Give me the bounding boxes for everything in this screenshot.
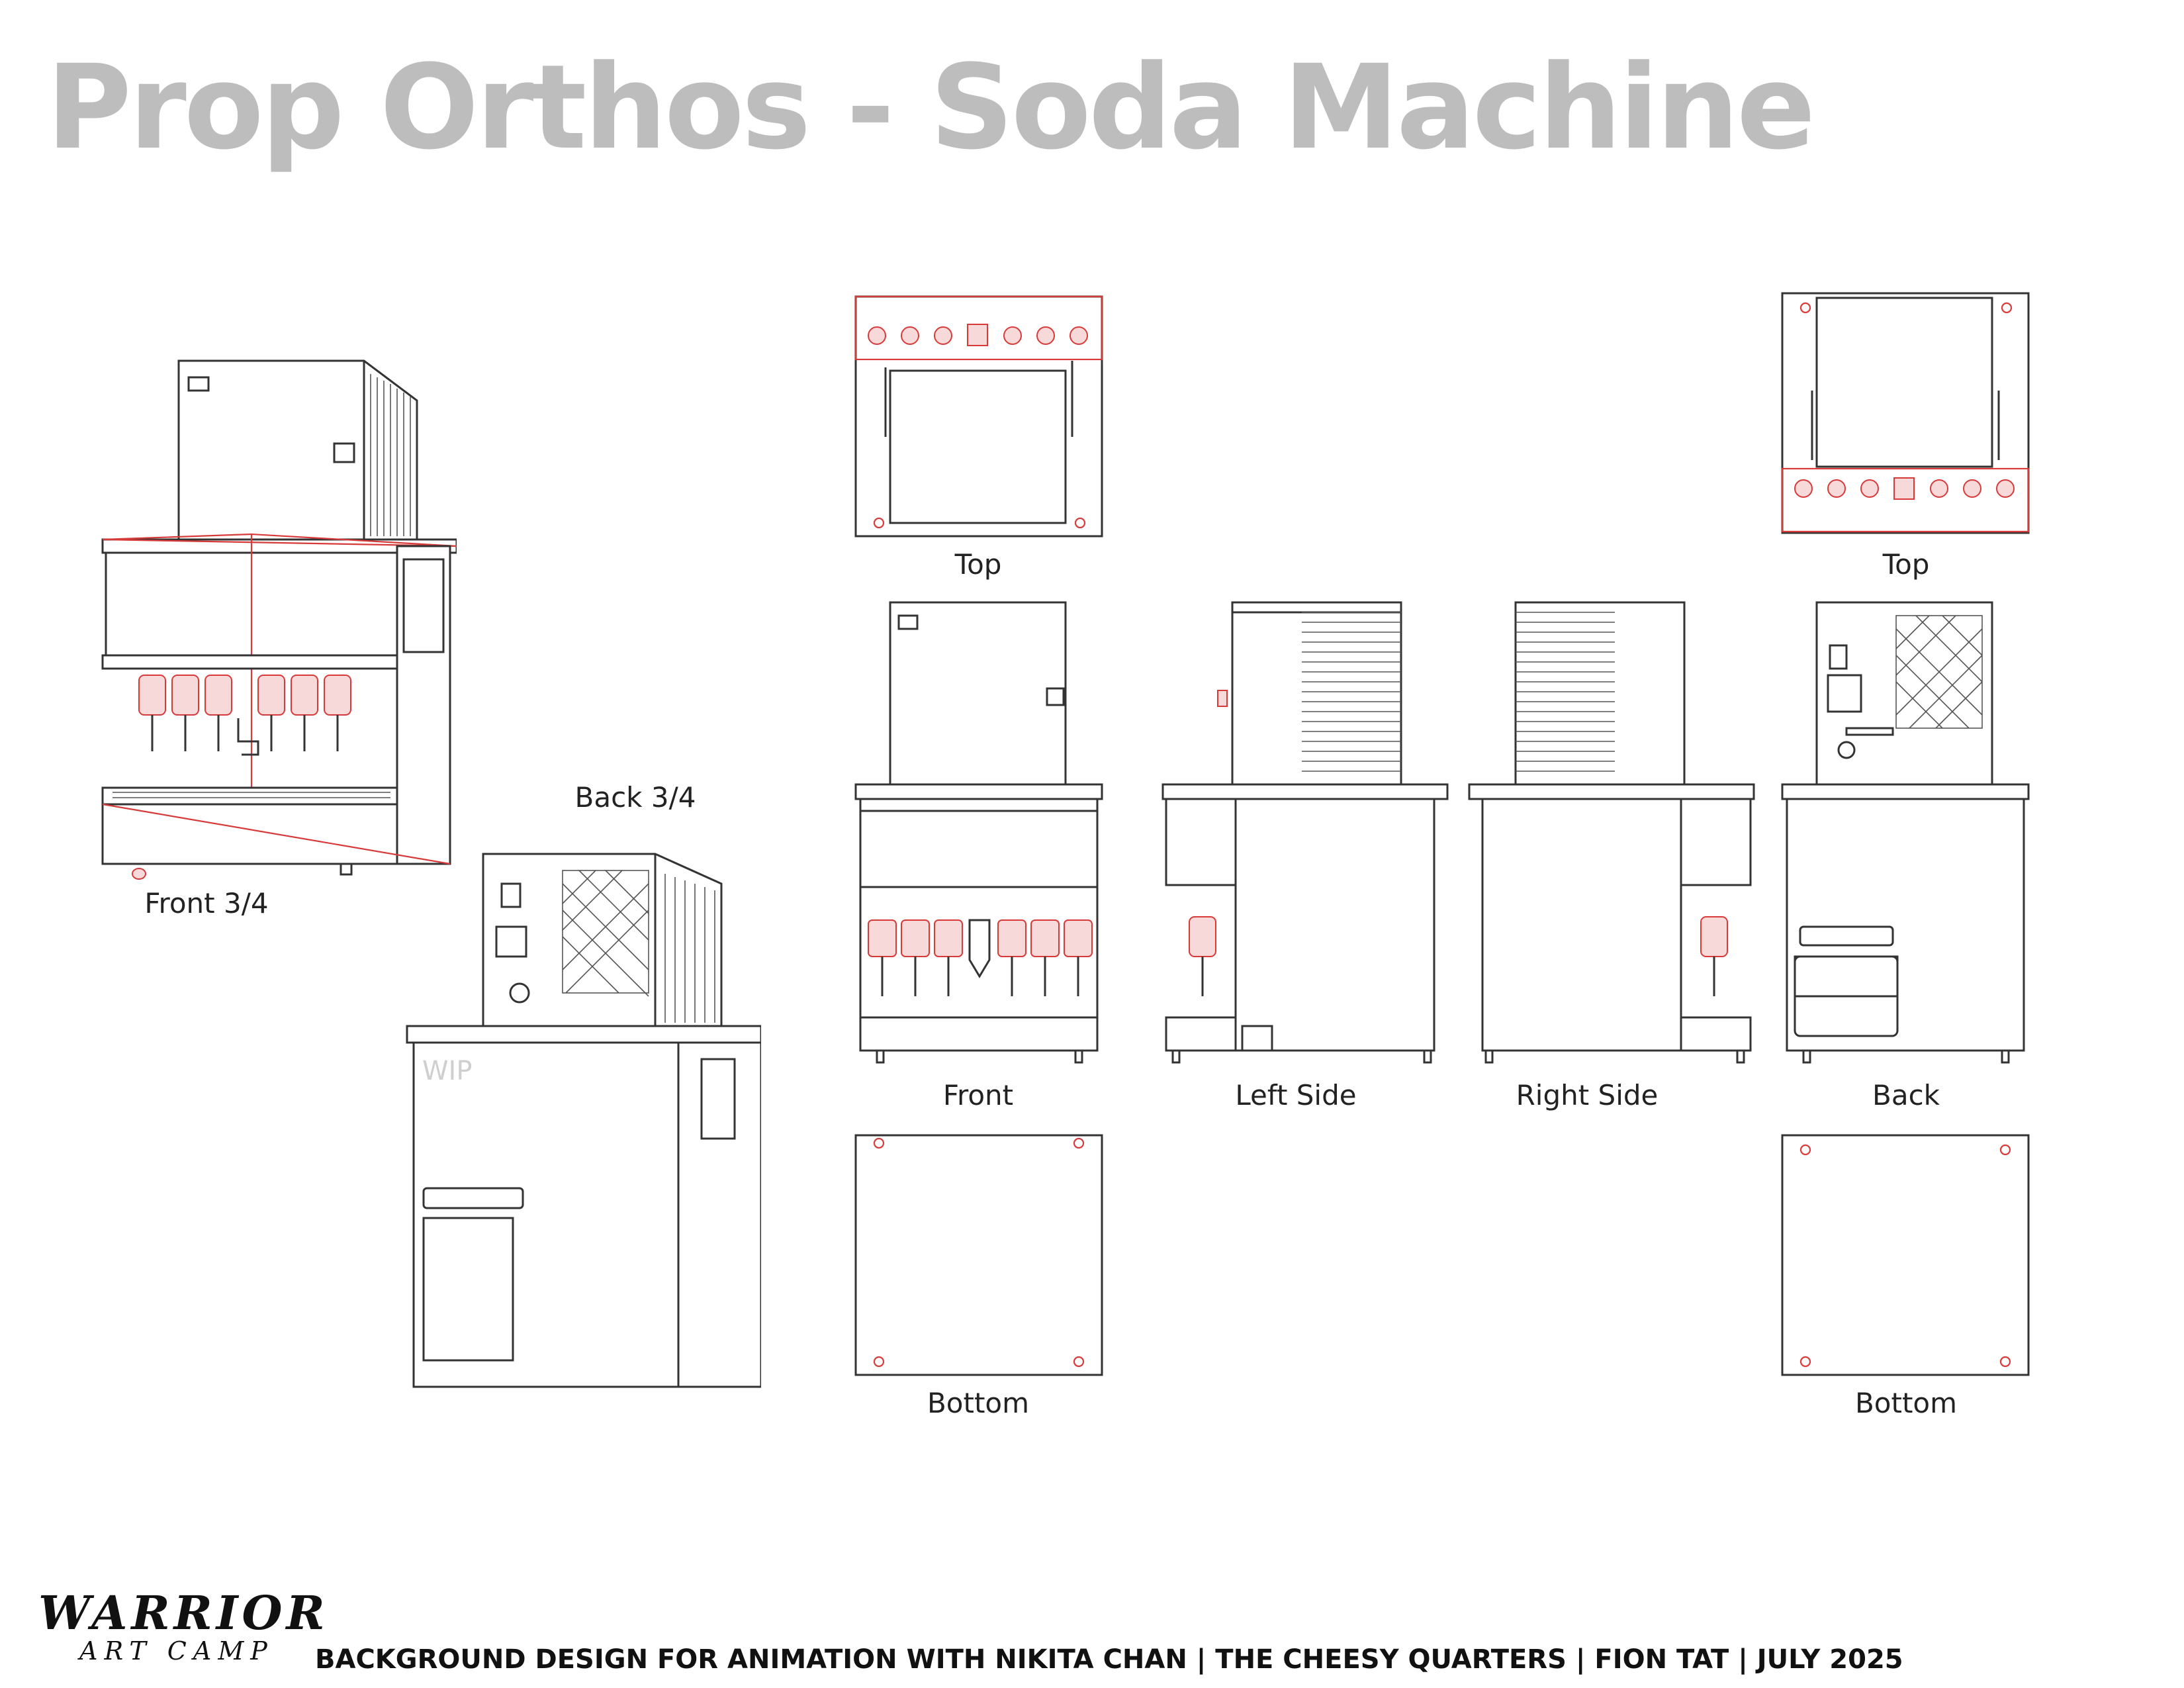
front-three-quarter-label: Front 3/4 bbox=[144, 887, 269, 919]
bottom-view-back-drawing bbox=[1780, 1133, 2032, 1378]
wip-mark: WIP bbox=[422, 1056, 473, 1086]
front-three-quarter-drawing bbox=[99, 348, 457, 897]
top-view-front-label: Top bbox=[954, 548, 1002, 581]
top-view-front-drawing bbox=[854, 295, 1105, 539]
warrior-art-camp-logo: WARRIOR ART CAMP bbox=[38, 1585, 329, 1666]
bottom-view-back-label: Bottom bbox=[1854, 1387, 1958, 1419]
top-view-back-drawing bbox=[1780, 291, 2032, 536]
logo-subtitle: ART CAMP bbox=[79, 1636, 274, 1665]
left-side-view-drawing bbox=[1160, 599, 1451, 1092]
front-view-drawing bbox=[854, 599, 1105, 1092]
page-title: Prop Orthos - Soda Machine bbox=[46, 40, 1815, 175]
back-view-drawing bbox=[1780, 599, 2032, 1092]
front-view-label: Front bbox=[942, 1079, 1014, 1111]
right-side-view-label: Right Side bbox=[1516, 1079, 1659, 1111]
top-view-back-label: Top bbox=[1882, 548, 1930, 581]
footer-credits: BACKGROUND DESIGN FOR ANIMATION WITH NIK… bbox=[315, 1644, 1903, 1675]
back-view-label: Back bbox=[1872, 1079, 1940, 1111]
back-three-quarter-label: Back 3/4 bbox=[574, 781, 696, 814]
bottom-view-front-label: Bottom bbox=[927, 1387, 1030, 1419]
logo-wordmark: WARRIOR bbox=[38, 1585, 329, 1640]
bottom-view-front-drawing bbox=[854, 1133, 1105, 1378]
right-side-view-drawing bbox=[1466, 599, 1757, 1092]
left-side-view-label: Left Side bbox=[1235, 1079, 1357, 1111]
back-three-quarter-drawing bbox=[404, 834, 761, 1397]
